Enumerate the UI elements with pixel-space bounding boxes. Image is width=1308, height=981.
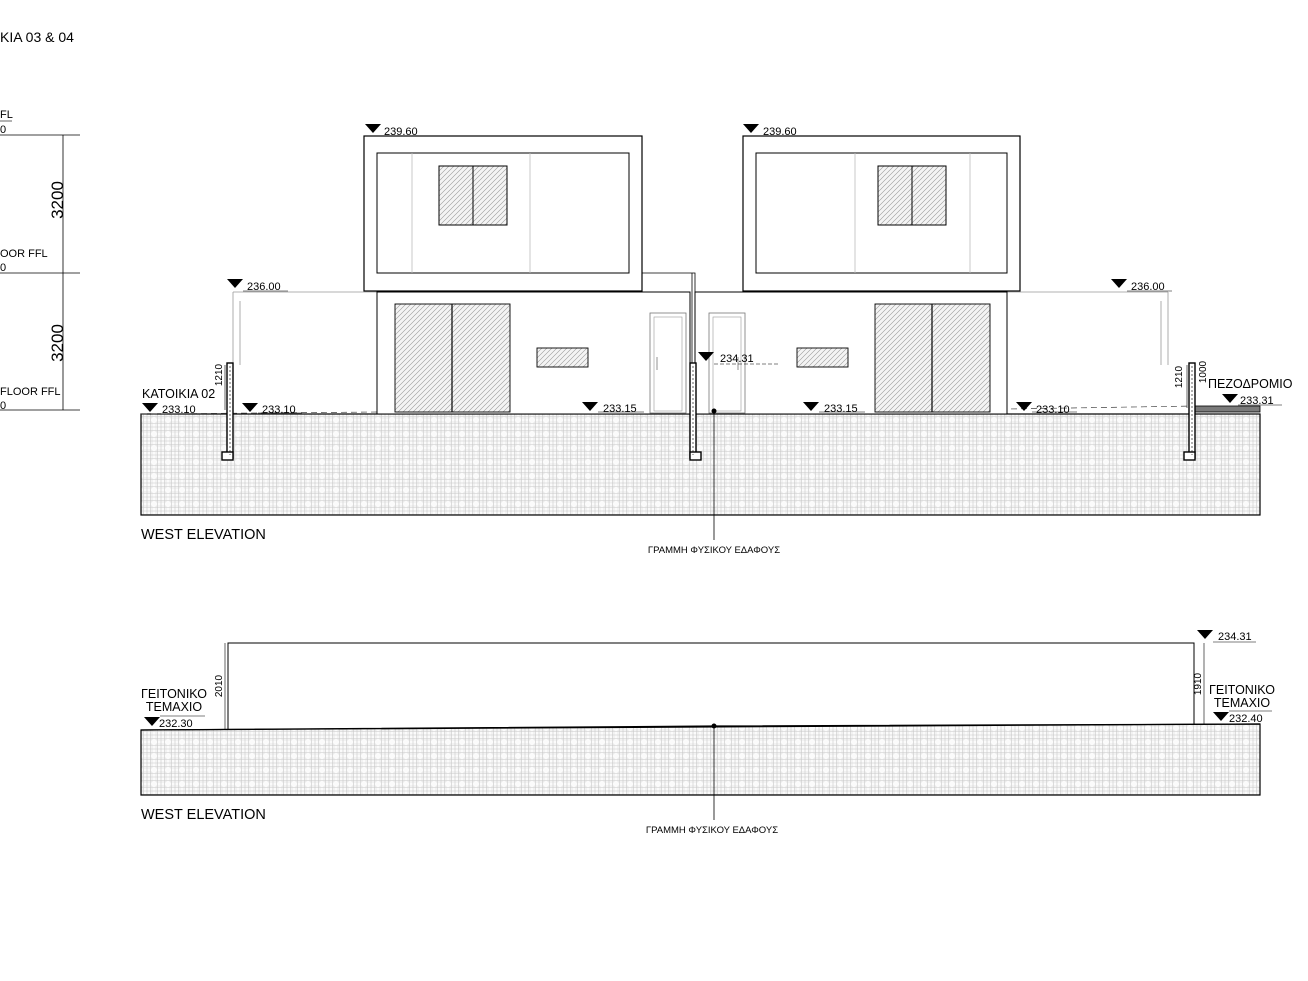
level-value: 0 bbox=[0, 124, 6, 136]
level-marker-roof-left: 239.60 bbox=[365, 124, 427, 138]
svg-text:233.15: 233.15 bbox=[603, 403, 637, 415]
svg-text:232.30: 232.30 bbox=[159, 718, 193, 730]
soil-section bbox=[140, 413, 1261, 516]
fence-dim-right: 1210 bbox=[1174, 365, 1185, 388]
level-marker-entrance: 234.31 bbox=[698, 352, 780, 365]
level-marker-roof-right: 239.60 bbox=[743, 124, 805, 138]
level-marker-ground-right: 233.10 bbox=[1016, 402, 1077, 416]
fence-section-middle bbox=[689, 362, 702, 461]
svg-text:233.15: 233.15 bbox=[824, 403, 858, 415]
level-marker-left: 232.30 bbox=[144, 715, 205, 730]
small-window-right bbox=[796, 347, 849, 368]
dimension-text: 3200 bbox=[48, 181, 67, 219]
fence-dim-left: 1210 bbox=[214, 363, 225, 386]
sliding-door-left bbox=[394, 303, 511, 413]
level-marker-wall-right: 236.00 bbox=[1111, 279, 1172, 293]
elevation-2: 2010 1910 234.31 232.30 232.40 ΓΕΙΤΟΝΙΚΟ… bbox=[140, 630, 1275, 836]
level-marker-right: 232.40 bbox=[1213, 710, 1272, 725]
level-marker-wall-left: 236.00 bbox=[227, 279, 288, 293]
svg-text:232.40: 232.40 bbox=[1229, 713, 1263, 725]
dimension-text: 3200 bbox=[48, 324, 67, 362]
fence-dim-sidewalk: 1000 bbox=[1198, 360, 1209, 383]
fence-section-right bbox=[1183, 362, 1196, 461]
fence-section-left bbox=[221, 362, 234, 461]
neighbor-house-label: ΚΑΤΟΙΚΙΑ 02 bbox=[142, 387, 215, 401]
svg-text:236.00: 236.00 bbox=[247, 281, 281, 293]
svg-text:239.60: 239.60 bbox=[384, 126, 418, 138]
neighbor-plot-label-left: ΓΕΙΤΟΝΙΚΟ bbox=[141, 687, 207, 701]
svg-text:234.31: 234.31 bbox=[1218, 631, 1252, 643]
elevation-1: 239.60 239.60 236.00 236.00 234.31 233.1… bbox=[140, 124, 1293, 556]
ground-line-note: ΓΡΑΜΜΗ ΦΥΣΙΚΟΥ ΕΔΑΦΟΥΣ bbox=[648, 545, 780, 556]
left-level-scale: FL 0 OOR FFL 0 FLOOR FFL 0 3200 3200 bbox=[0, 109, 80, 412]
svg-text:239.60: 239.60 bbox=[763, 126, 797, 138]
level-marker-top-right: 234.31 bbox=[1197, 630, 1256, 643]
svg-text:234.31: 234.31 bbox=[720, 353, 754, 365]
small-window-left bbox=[536, 347, 589, 368]
sidewalk-label: ΠΕΖΟΔΡΟΜΙΟ bbox=[1208, 377, 1293, 391]
upper-floor-right bbox=[742, 135, 1021, 292]
neighbor-plot-label-right: ΓΕΙΤΟΝΙΚΟ bbox=[1209, 683, 1275, 697]
elevation-caption: WEST ELEVATION bbox=[141, 527, 266, 543]
level-marker-ground-mid-right: 233.15 bbox=[803, 402, 865, 415]
garden-wall-left bbox=[232, 291, 377, 365]
level-label: FLOOR FFL bbox=[0, 386, 61, 398]
upper-floor-left bbox=[363, 135, 643, 292]
sliding-door-right bbox=[874, 303, 991, 413]
neighbor-plot-label-right: ΤΕΜΑΧΙΟ bbox=[1214, 696, 1271, 710]
level-label: OOR FFL bbox=[0, 248, 48, 260]
level-value: 0 bbox=[0, 400, 6, 412]
level-marker-sidewalk: 233.31 bbox=[1222, 394, 1282, 407]
level-value: 0 bbox=[0, 262, 6, 274]
level-label: FL bbox=[0, 109, 13, 121]
neighbor-plot-label-left: ΤΕΜΑΧΙΟ bbox=[146, 700, 203, 714]
level-marker-ground-mid-left: 233.15 bbox=[582, 402, 644, 415]
soil-section bbox=[140, 723, 1261, 796]
boundary-wall bbox=[227, 642, 1195, 729]
ground-line-note: ΓΡΑΜΜΗ ΦΥΣΙΚΟΥ ΕΔΑΦΟΥΣ bbox=[646, 825, 778, 836]
garden-wall-right bbox=[1007, 291, 1169, 365]
level-marker-ground-far-left: 233.10 bbox=[142, 403, 196, 416]
entrance-door-left bbox=[649, 312, 687, 414]
svg-text:233.10: 233.10 bbox=[262, 404, 296, 416]
svg-text:233.10: 233.10 bbox=[162, 404, 196, 416]
entrance-door-right bbox=[708, 312, 746, 414]
wall-dim-right: 1910 bbox=[1193, 672, 1204, 695]
sheet-title: ΚΙΑ 03 & 04 bbox=[0, 29, 74, 45]
elevation-caption: WEST ELEVATION bbox=[141, 807, 266, 823]
svg-text:236.00: 236.00 bbox=[1131, 281, 1165, 293]
wall-dim-left: 2010 bbox=[214, 674, 225, 697]
svg-text:233.31: 233.31 bbox=[1240, 395, 1274, 407]
svg-text:233.10: 233.10 bbox=[1036, 404, 1070, 416]
level-marker-ground-left: 233.10 bbox=[242, 403, 302, 416]
